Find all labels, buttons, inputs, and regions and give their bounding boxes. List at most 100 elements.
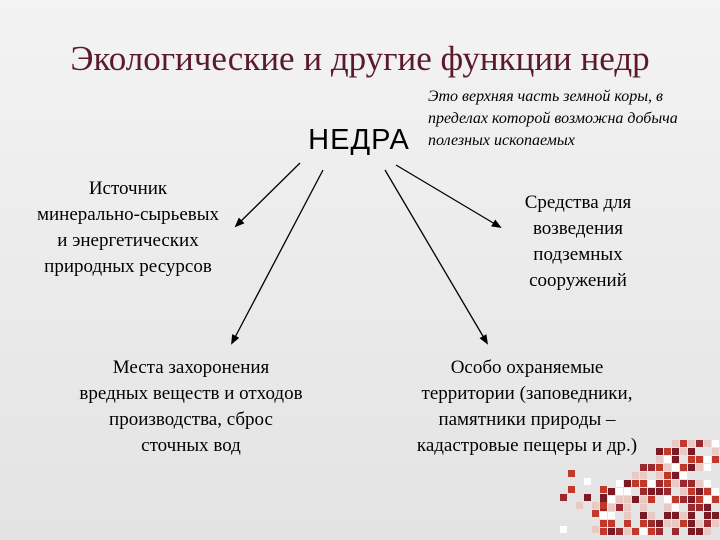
pattern-cell [672, 456, 679, 463]
pattern-cell [656, 480, 663, 487]
pattern-cell [664, 448, 671, 455]
pattern-cell [688, 464, 695, 471]
pattern-cell [672, 480, 679, 487]
definition-text: Это верхняя часть земной коры, в предела… [428, 88, 678, 149]
pattern-cell [696, 496, 703, 503]
pattern-cell [656, 520, 663, 527]
pattern-cell [696, 440, 703, 447]
node-line: подземных [533, 244, 623, 265]
pattern-cell [704, 512, 711, 519]
pattern-cell [688, 520, 695, 527]
pattern-cell [624, 504, 631, 511]
pattern-cell [624, 488, 631, 495]
pattern-cell [640, 496, 647, 503]
pattern-cell [696, 480, 703, 487]
pattern-cell [600, 520, 607, 527]
pattern-cell [664, 504, 671, 511]
node-line: территории (заповедники, [421, 383, 633, 404]
pattern-cell [656, 488, 663, 495]
arrow-to-left-node [234, 162, 301, 228]
pattern-cell [592, 502, 599, 509]
pattern-cell [704, 488, 711, 495]
pattern-cell [640, 480, 647, 487]
pattern-cell [560, 526, 567, 533]
pattern-cell [632, 528, 639, 535]
pattern-cell [680, 512, 687, 519]
pattern-cell [664, 520, 671, 527]
pattern-cell [704, 440, 711, 447]
pattern-cell [688, 456, 695, 463]
arrow-to-bottom-right-node [384, 169, 489, 345]
pattern-cell [696, 488, 703, 495]
node-line: сточных вод [141, 435, 241, 456]
pattern-cell [672, 464, 679, 471]
pattern-cell [656, 528, 663, 535]
pattern-cell [656, 464, 663, 471]
pattern-cell [616, 480, 623, 487]
pattern-cell [648, 464, 655, 471]
pattern-cell [664, 496, 671, 503]
pattern-cell [672, 440, 679, 447]
pattern-cell [712, 512, 719, 519]
pattern-cell [640, 504, 647, 511]
pattern-cell [624, 512, 631, 519]
pattern-cell [672, 528, 679, 535]
pattern-cell [704, 504, 711, 511]
pattern-cell [648, 480, 655, 487]
pattern-cell [696, 504, 703, 511]
pattern-cell [664, 480, 671, 487]
pattern-cell [680, 520, 687, 527]
pattern-cell [680, 464, 687, 471]
node-line: Особо охраняемые [450, 357, 604, 378]
pattern-cell [664, 456, 671, 463]
pattern-cell [696, 464, 703, 471]
node-line: и энергетических [57, 230, 199, 251]
pattern-cell [648, 528, 655, 535]
pattern-cell [632, 480, 639, 487]
pattern-cell [624, 528, 631, 535]
node-underground-structures: Средства для возведения подземных сооруж… [490, 190, 666, 294]
pattern-cell [688, 512, 695, 519]
pattern-cell [688, 440, 695, 447]
node-line: Средства для [524, 192, 632, 213]
pattern-cell [688, 448, 695, 455]
pattern-cell [704, 520, 711, 527]
pattern-cell [600, 512, 607, 519]
pattern-cell [648, 512, 655, 519]
pattern-cell [600, 502, 607, 509]
pattern-cell [696, 520, 703, 527]
pattern-cell [680, 448, 687, 455]
node-waste-disposal: Места захоронения вредных веществ и отхо… [50, 355, 332, 459]
pattern-cell [680, 496, 687, 503]
node-protected-territories: Особо охраняемые территории (заповедники… [392, 355, 662, 459]
pattern-cell [584, 478, 591, 485]
pattern-cell [672, 504, 679, 511]
node-line: вредных веществ и отходов [79, 383, 303, 404]
pattern-cell [704, 464, 711, 471]
pattern-cell [624, 480, 631, 487]
pattern-cell [624, 520, 631, 527]
node-line: кадастровые пещеры и др.) [416, 435, 638, 456]
pattern-cell [616, 504, 623, 511]
pattern-cell [616, 496, 623, 503]
pattern-cell [704, 456, 711, 463]
pattern-cell [640, 488, 647, 495]
pattern-cell [672, 448, 679, 455]
pattern-cell [696, 456, 703, 463]
pattern-cell [656, 448, 663, 455]
pattern-cell [608, 512, 615, 519]
pattern-cell [576, 502, 583, 509]
pattern-cell [640, 528, 647, 535]
pattern-cell [624, 496, 631, 503]
pattern-cell [696, 528, 703, 535]
pattern-cell [680, 488, 687, 495]
pattern-cell [568, 470, 575, 477]
pattern-cell [656, 456, 663, 463]
node-line: памятники природы – [438, 409, 616, 430]
pattern-cell [592, 526, 599, 533]
pattern-cell [704, 528, 711, 535]
pattern-cell [664, 512, 671, 519]
pattern-cell [648, 496, 655, 503]
